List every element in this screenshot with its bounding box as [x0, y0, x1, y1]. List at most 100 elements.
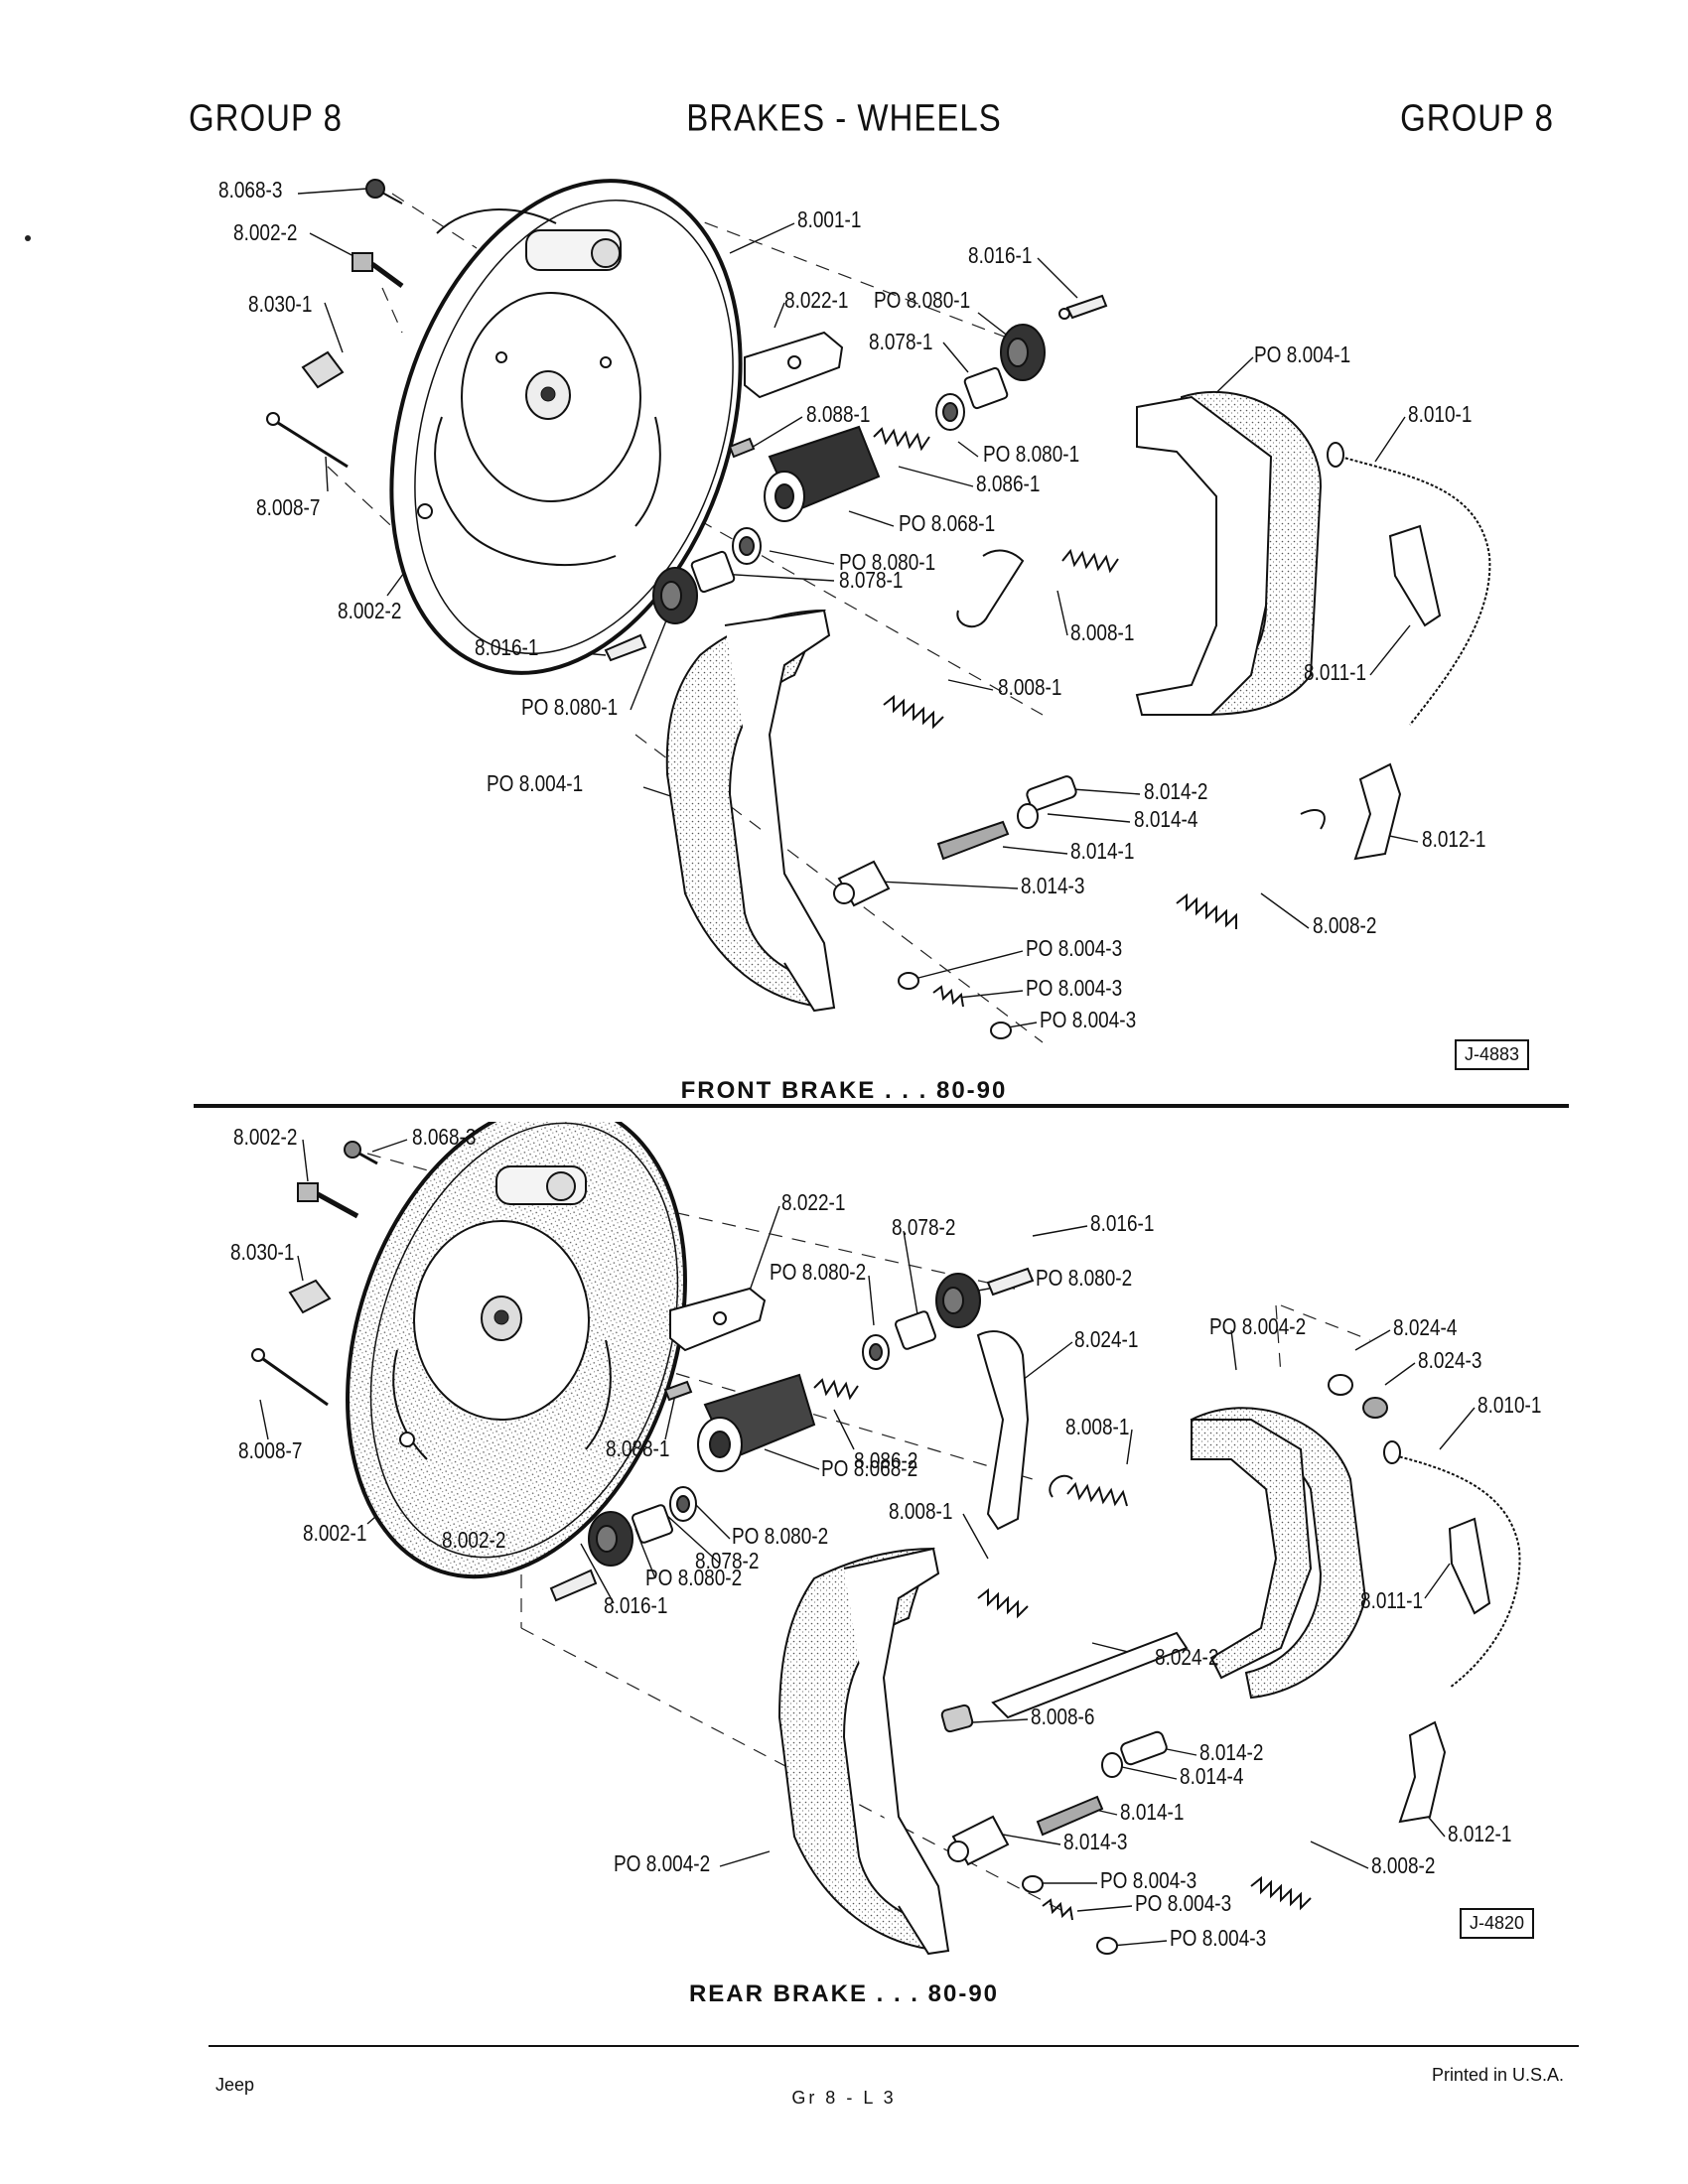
rear-brake-diagram: 8.002-2 8.068-3 8.030-1 8.022-1 8.078-2 … — [0, 1122, 1688, 2015]
part-label: 8.086-1 — [976, 472, 1041, 497]
part-label: 8.078-1 — [839, 568, 904, 594]
rear-cup-bottom — [669, 1486, 697, 1522]
retainer-8004-3-a — [898, 972, 919, 990]
piston-top — [963, 366, 1009, 410]
brake-shoe-bottom — [665, 609, 836, 1013]
part-label: 8.068-3 — [412, 1125, 477, 1151]
part-label: 8.008-2 — [1313, 913, 1377, 939]
rear-spring-8086-2 — [813, 1378, 859, 1401]
clip-8030-1 — [301, 350, 345, 389]
rear-bleeder-top — [986, 1267, 1035, 1297]
washer-8014-4 — [1017, 803, 1039, 829]
rear-screw-8014-1 — [1036, 1795, 1104, 1837]
pin-8008-7 — [266, 412, 349, 469]
bleeder-8016-1-bottom — [604, 633, 647, 662]
bleeder-8016-1-top — [1058, 294, 1108, 320]
rear-washer-8014-4 — [1101, 1752, 1123, 1778]
part-label: 8.078-2 — [892, 1215, 956, 1241]
spring-8004-3 — [932, 985, 964, 1008]
boot-bottom — [652, 567, 698, 624]
part-label: 8.014-1 — [1120, 1800, 1185, 1826]
rear-bolt-8002-2 — [297, 1182, 359, 1219]
part-label: 8.014-1 — [1070, 839, 1135, 865]
part-label: 8.078-1 — [869, 330, 933, 355]
plate-8022-1 — [744, 331, 844, 399]
part-label: 8.008-1 — [1065, 1415, 1130, 1440]
rear-bleeder-8088-1 — [663, 1380, 693, 1402]
rear-spring-8004-3 — [1042, 1898, 1073, 1921]
part-label: 8.016-1 — [604, 1593, 668, 1619]
footer-rule — [209, 2045, 1579, 2047]
part-label: PO 8.004-1 — [487, 771, 584, 797]
rear-boot-bottom — [588, 1511, 633, 1567]
part-label: PO 8.004-3 — [1040, 1008, 1137, 1033]
part-label: 8.014-2 — [1144, 779, 1208, 805]
part-label: 8.014-2 — [1199, 1740, 1264, 1766]
part-label: 8.008-7 — [238, 1438, 303, 1464]
part-label: PO 8.068-1 — [899, 511, 996, 537]
spring-8086-1 — [873, 427, 930, 452]
rear-clip-8024-3 — [1362, 1397, 1388, 1419]
part-label: 8.016-1 — [968, 243, 1033, 269]
boot-top — [1000, 324, 1046, 381]
strut-8024-2 — [991, 1631, 1189, 1719]
part-label: 8.030-1 — [230, 1240, 295, 1266]
rear-retainer-b — [1096, 1937, 1118, 1955]
spring-8008-2 — [1176, 892, 1237, 929]
part-label: PO 8.004-3 — [1026, 976, 1123, 1002]
part-label: 8.078-2 — [695, 1549, 760, 1574]
margin-dot — [25, 235, 31, 241]
part-label: PO 8.004-3 — [1100, 1868, 1197, 1894]
part-label: PO 8.080-2 — [1036, 1266, 1133, 1292]
rear-figure-id: J-4820 — [1460, 1908, 1535, 1939]
rear-brake-shoe-bottom — [777, 1547, 950, 1956]
part-label: PO 8.004-2 — [1209, 1314, 1307, 1340]
rear-washer-8024-4 — [1328, 1374, 1353, 1396]
part-label: 8.002-2 — [442, 1528, 506, 1554]
bolt-8068-3 — [365, 179, 403, 205]
spring-8008-1-b — [883, 694, 944, 730]
part-label: 8.008-1 — [1070, 620, 1135, 646]
part-label: PO 8.004-3 — [1135, 1891, 1232, 1917]
part-label: 8.022-1 — [784, 288, 849, 314]
rear-wheel-cylinder-8068-2 — [697, 1373, 816, 1472]
cup-top — [935, 393, 965, 431]
part-label: PO 8.080-1 — [521, 695, 619, 721]
brake-shoe-top — [1135, 390, 1323, 717]
rear-brake-artwork — [251, 1122, 1521, 1956]
part-label: 8.024-3 — [1418, 1348, 1482, 1374]
part-label: 8.014-3 — [1063, 1830, 1128, 1855]
group-header-right: GROUP 8 — [1400, 96, 1554, 139]
part-label: 8.008-6 — [1031, 1705, 1095, 1730]
bolt-8002-2 — [352, 252, 404, 289]
part-label: PO 8.080-2 — [645, 1566, 743, 1591]
part-label: PO 8.080-1 — [983, 442, 1080, 468]
front-brake-caption: FRONT BRAKE . . . 80-90 — [680, 1077, 1008, 1104]
part-label: 8.086-2 — [854, 1448, 918, 1474]
footer-printed: Printed in U.S.A. — [1431, 2065, 1564, 2085]
part-label: 8.016-1 — [475, 635, 539, 661]
front-figure-id: J-4883 — [1455, 1039, 1530, 1070]
part-label: 8.030-1 — [248, 292, 313, 318]
rear-clip-8030-1 — [288, 1279, 332, 1314]
rear-plate-8022-1 — [669, 1287, 767, 1352]
spring-8008-1-a — [1061, 548, 1119, 574]
rear-boot-top — [935, 1273, 981, 1328]
part-label: 8.014-3 — [1021, 874, 1085, 899]
backing-plate — [389, 179, 743, 675]
rear-backing-plate — [346, 1122, 687, 1579]
adjuster-lever-8012-1 — [1353, 762, 1402, 861]
part-label: 8.008-1 — [889, 1499, 953, 1525]
part-label: 8.024-2 — [1155, 1645, 1219, 1671]
footer-brand: Jeep — [215, 2075, 255, 2095]
group-header-left: GROUP 8 — [189, 96, 343, 139]
part-label: 8.011-1 — [1360, 1588, 1424, 1614]
rear-retainer-a — [1022, 1875, 1044, 1893]
lever-8011-1 — [1388, 524, 1442, 627]
screw-8014-1 — [936, 820, 1010, 861]
rear-bleeder-bottom — [549, 1569, 598, 1602]
part-label: 8.002-2 — [233, 220, 298, 246]
rear-bolt-8068-3 — [344, 1141, 378, 1165]
rear-brake-caption: REAR BRAKE . . . 80-90 — [688, 1980, 1000, 2007]
rear-adjuster-lever-8012-1 — [1398, 1720, 1447, 1824]
